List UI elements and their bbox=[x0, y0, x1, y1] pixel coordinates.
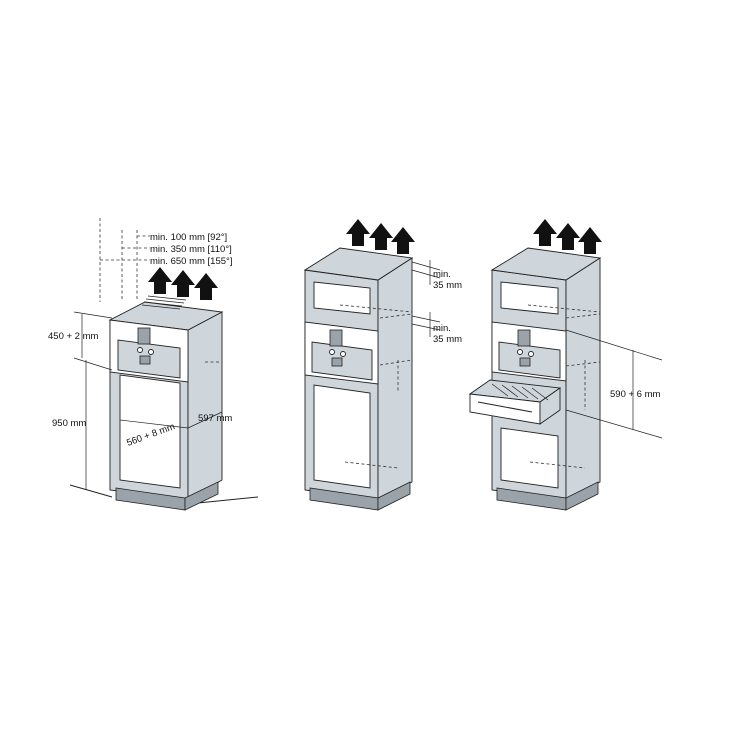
drawer-side bbox=[539, 387, 561, 425]
tall-cabinet-side bbox=[565, 257, 601, 501]
up-arrow-icon bbox=[194, 273, 218, 300]
gap-label-top-1: min. bbox=[433, 269, 451, 280]
gap-ext-line bbox=[411, 323, 441, 331]
appliance-display bbox=[137, 327, 151, 345]
dim-label-appliance-height: 450 + 2 mm bbox=[48, 331, 99, 342]
diagram-1-base-cabinet: min. 100 mm [92°] min. 350 mm [110°] min… bbox=[48, 218, 259, 511]
diagram-3-tall-cabinet-with-drawer: 590 + 6 mm bbox=[468, 219, 663, 511]
dim-ext-line bbox=[73, 357, 113, 371]
up-arrow-icon bbox=[171, 270, 195, 297]
up-arrow-icon bbox=[391, 227, 415, 254]
dim-ext-line-top bbox=[565, 329, 663, 361]
up-arrow-icon bbox=[556, 223, 580, 250]
dim-label-cabinet-height: 950 mm bbox=[52, 418, 86, 429]
gap-ext-line bbox=[411, 261, 441, 271]
floor-line bbox=[69, 484, 113, 498]
gap-label-top-2: 35 mm bbox=[433, 280, 462, 291]
appliance-display bbox=[329, 329, 343, 347]
diagram-2-tall-cabinet: min. 35 mm min. 35 mm bbox=[303, 219, 462, 511]
knob-right-icon bbox=[148, 349, 154, 355]
upper-opening bbox=[313, 281, 371, 315]
shelf-dash-mid bbox=[565, 361, 601, 367]
upper-opening bbox=[500, 281, 559, 315]
gap-label-bottom-2: 35 mm bbox=[433, 334, 462, 345]
coffee-spout bbox=[519, 357, 531, 367]
inner-dash-bottom bbox=[529, 461, 586, 469]
gap-ext-line bbox=[411, 315, 441, 323]
tall-cabinet-top bbox=[303, 247, 414, 281]
dim-label-niche: 590 + 6 mm bbox=[610, 389, 661, 400]
up-arrow-icon bbox=[533, 219, 557, 246]
dim-ext-line bbox=[73, 311, 113, 319]
drawer-handle bbox=[477, 401, 533, 413]
tall-cabinet-side bbox=[377, 257, 413, 501]
tall-cabinet-plinth-side bbox=[377, 481, 411, 511]
dim-line-depth bbox=[187, 411, 223, 429]
dim-line-width bbox=[119, 419, 189, 429]
cabinet-side bbox=[187, 311, 223, 501]
tall-cabinet-top bbox=[490, 247, 602, 281]
shelf-dash-top bbox=[565, 313, 601, 319]
knob-left-icon bbox=[137, 347, 143, 353]
up-arrow-icon bbox=[148, 267, 172, 294]
gap-label-bottom-1: min. bbox=[433, 323, 451, 334]
appliance-display bbox=[517, 329, 531, 347]
up-arrow-icon bbox=[369, 223, 393, 250]
clearance-label-100: min. 100 mm [92°] bbox=[150, 232, 227, 243]
dim-ext-line-bottom bbox=[565, 409, 663, 439]
knob-right-icon bbox=[340, 351, 346, 357]
lower-opening bbox=[500, 427, 559, 489]
lower-opening bbox=[313, 384, 371, 489]
clearance-label-650: min. 650 mm [155°] bbox=[150, 256, 232, 267]
up-arrow-icon bbox=[346, 219, 370, 246]
tall-cabinet-plinth-side bbox=[565, 481, 599, 511]
cabinet-plinth-side bbox=[184, 481, 219, 511]
gap-ext-line bbox=[411, 269, 441, 279]
vent-grille bbox=[141, 295, 187, 310]
inner-dash-bottom bbox=[344, 461, 399, 469]
knob-right-icon bbox=[528, 351, 534, 357]
dim-label-depth: 597 mm bbox=[198, 413, 232, 424]
knob-left-icon bbox=[329, 349, 335, 355]
shelf-dash-top bbox=[339, 304, 413, 313]
clearance-label-350: min. 350 mm [110°] bbox=[150, 244, 232, 255]
shelf-dash-top-2 bbox=[527, 304, 601, 313]
up-arrow-icon bbox=[578, 227, 602, 254]
warming-drawer bbox=[468, 379, 562, 425]
cabinet-opening bbox=[119, 374, 181, 489]
coffee-spout bbox=[331, 357, 343, 367]
coffee-spout bbox=[139, 355, 151, 365]
knob-left-icon bbox=[517, 349, 523, 355]
